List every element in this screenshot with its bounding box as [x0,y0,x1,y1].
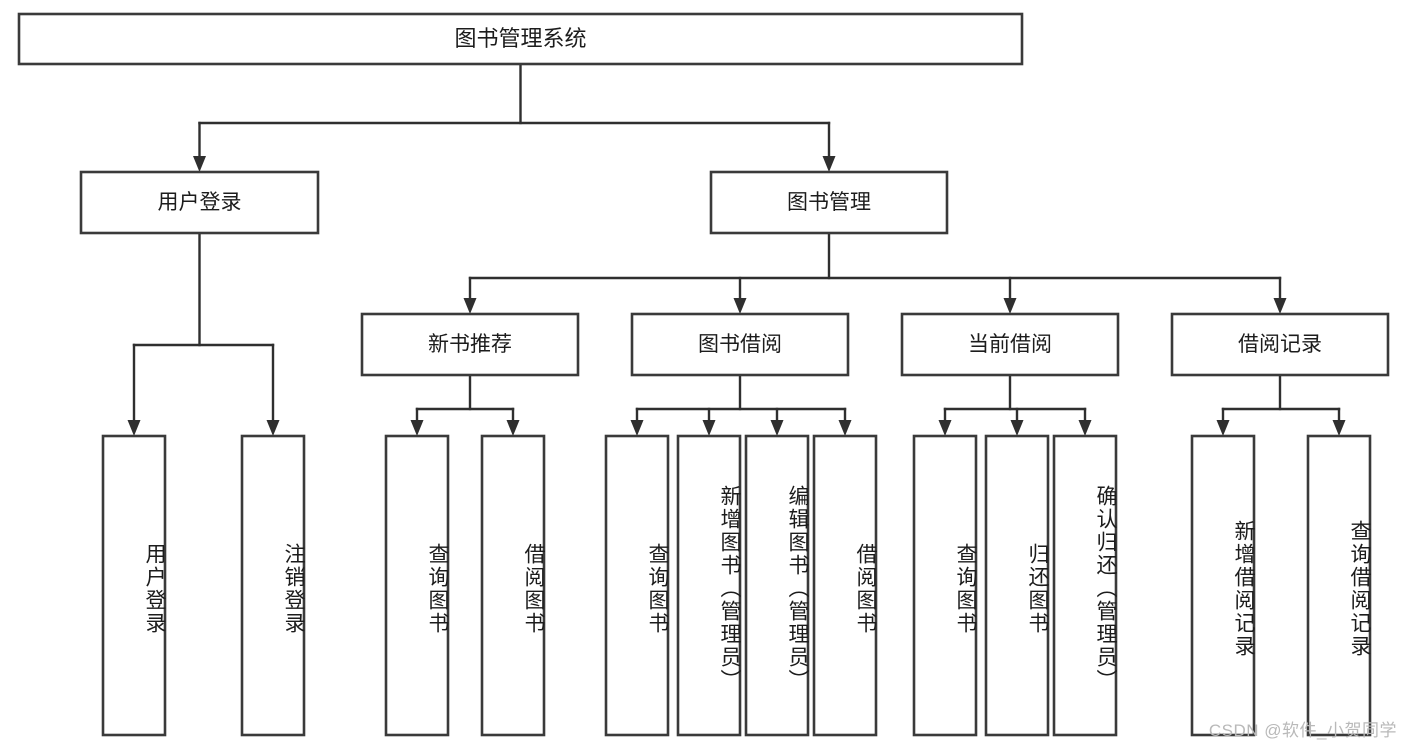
node-leaf-add-record-box[interactable] [1190,434,1256,737]
node-leaf-return-book-box[interactable] [984,434,1050,737]
node-leaf-query-book-2-box[interactable] [604,434,670,737]
node-book-manage-box[interactable] [709,170,949,235]
node-user-login[interactable] [79,170,320,235]
node-leaf-query-record-box[interactable] [1306,434,1372,737]
node-root-box[interactable] [17,12,1024,66]
node-book-borrow-label: 图书借阅 [698,333,782,356]
node-leaf-add-book[interactable] [676,434,742,737]
node-leaf-confirm-return[interactable] [1052,434,1118,737]
node-book-manage[interactable] [709,170,949,235]
node-leaf-user-logout[interactable] [240,434,306,737]
connector-layer [127,62,1346,436]
node-borrow-record-box[interactable] [1170,312,1390,377]
node-current-borrow-label: 当前借阅 [968,333,1052,356]
node-leaf-user-login[interactable] [101,434,167,737]
node-leaf-borrow-book-2-box[interactable] [812,434,878,737]
box-layer [17,12,1390,737]
node-leaf-borrow-book-1[interactable] [480,434,546,737]
node-book-borrow-box[interactable] [630,312,850,377]
node-leaf-user-logout-box[interactable] [240,434,306,737]
node-leaf-query-record[interactable] [1306,434,1372,737]
node-user-login-box[interactable] [79,170,320,235]
node-user-login-label: 用户登录 [158,191,242,214]
node-current-borrow-box[interactable] [900,312,1120,377]
node-leaf-user-login-box[interactable] [101,434,167,737]
node-leaf-borrow-book-2[interactable] [812,434,878,737]
node-new-book-rec-box[interactable] [360,312,580,377]
node-leaf-edit-book[interactable] [744,434,810,737]
node-leaf-edit-book-box[interactable] [744,434,810,737]
node-leaf-query-book-2[interactable] [604,434,670,737]
node-leaf-return-book[interactable] [984,434,1050,737]
node-leaf-borrow-book-1-box[interactable] [480,434,546,737]
node-leaf-query-book-3-box[interactable] [912,434,978,737]
node-root-label: 图书管理系统 [454,26,586,51]
node-leaf-query-book-1[interactable] [384,434,450,737]
node-borrow-record[interactable] [1170,312,1390,377]
node-borrow-record-label: 借阅记录 [1238,333,1322,356]
node-book-borrow[interactable] [630,312,850,377]
node-leaf-query-book-1-box[interactable] [384,434,450,737]
node-leaf-confirm-return-box[interactable] [1052,434,1118,737]
node-new-book-rec-label: 新书推荐 [428,333,512,356]
node-leaf-add-record[interactable] [1190,434,1256,737]
node-leaf-query-book-3[interactable] [912,434,978,737]
node-current-borrow[interactable] [900,312,1120,377]
node-root[interactable] [17,12,1024,66]
watermark-text: CSDN @软件_小贺同学 [1208,721,1397,740]
node-book-manage-label: 图书管理 [787,191,871,214]
node-new-book-rec[interactable] [360,312,580,377]
node-leaf-add-book-box[interactable] [676,434,742,737]
